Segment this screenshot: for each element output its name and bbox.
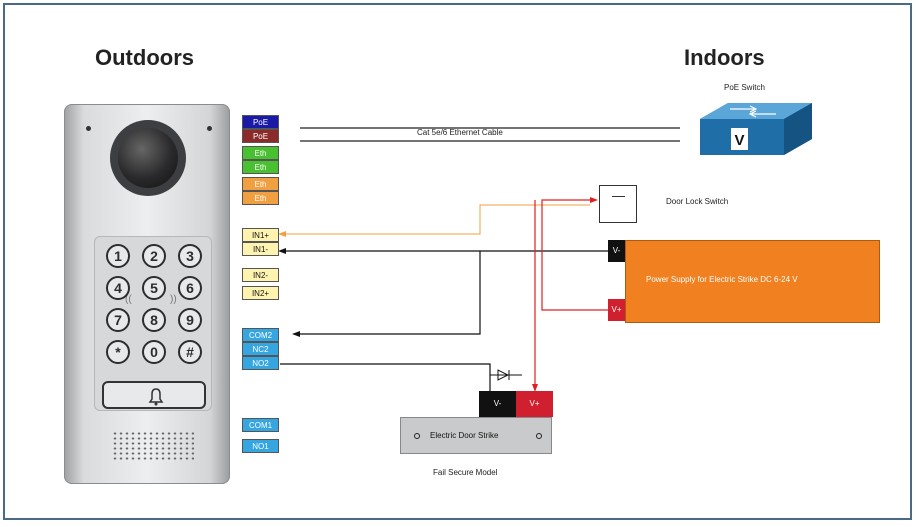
wire-in1-plus bbox=[278, 204, 590, 237]
keypad-key: 5 bbox=[142, 276, 166, 300]
terminal-poe: PoE bbox=[242, 115, 279, 129]
terminal-eth: Eth bbox=[242, 160, 279, 174]
fail-secure-label: Fail Secure Model bbox=[433, 468, 498, 477]
terminal-in2-: IN2+ bbox=[242, 286, 279, 300]
terminal-eth: Eth bbox=[242, 177, 279, 191]
keypad-key: 9 bbox=[178, 308, 202, 332]
strike-screw-right-icon bbox=[536, 433, 542, 439]
keypad-key: 6 bbox=[178, 276, 202, 300]
wire-com2 bbox=[292, 251, 481, 337]
poe-switch-label: PoE Switch bbox=[724, 83, 765, 92]
keypad-key: 2 bbox=[142, 244, 166, 268]
keypad-key: 0 bbox=[142, 340, 166, 364]
cable-label: Cat 5e/6 Ethernet Cable bbox=[417, 128, 503, 137]
terminal-no2: NO2 bbox=[242, 356, 279, 370]
indicator-led-left bbox=[86, 126, 91, 131]
terminal-in1-: IN1+ bbox=[242, 228, 279, 242]
keypad-key: 7 bbox=[106, 308, 130, 332]
terminal-in1-: IN1- bbox=[242, 242, 279, 256]
camera-lens-icon bbox=[118, 128, 178, 188]
strike-negative-terminal: V- bbox=[479, 391, 516, 417]
psu-negative-terminal: V- bbox=[608, 240, 625, 262]
ethernet-cable bbox=[300, 127, 680, 142]
speaker-grille bbox=[112, 431, 194, 461]
camera-plate bbox=[64, 104, 230, 219]
diagram-frame bbox=[3, 3, 912, 520]
electric-door-strike: Electric Door Strike bbox=[400, 417, 552, 454]
doorbell-button bbox=[102, 381, 206, 409]
terminal-com1: COM1 bbox=[242, 418, 279, 432]
outdoors-heading: Outdoors bbox=[95, 45, 194, 70]
indicator-led-right bbox=[207, 126, 212, 131]
indoors-heading: Indoors bbox=[684, 45, 765, 70]
power-supply-label: Power Supply for Electric Strike DC 6-24… bbox=[646, 275, 798, 284]
poe-switch: V bbox=[700, 101, 812, 157]
keypad-key: 3 bbox=[178, 244, 202, 268]
psu-positive-terminal: V+ bbox=[608, 299, 625, 321]
wire-in1-minus bbox=[278, 248, 608, 254]
strike-screw-left-icon bbox=[414, 433, 420, 439]
terminal-eth: Eth bbox=[242, 146, 279, 160]
poe-switch-badge: V bbox=[734, 132, 744, 149]
door-lock-switch-label: Door Lock Switch bbox=[666, 197, 729, 206]
door-strike-label: Electric Door Strike bbox=[430, 431, 499, 440]
terminal-in2-: IN2- bbox=[242, 268, 279, 282]
door-lock-switch bbox=[599, 185, 637, 223]
wire-red-supply bbox=[532, 197, 608, 392]
terminal-poe: PoE bbox=[242, 129, 279, 143]
terminal-com2: COM2 bbox=[242, 328, 279, 342]
keypad-key: # bbox=[178, 340, 202, 364]
terminal-eth: Eth bbox=[242, 191, 279, 205]
nfc-right-icon: )) bbox=[170, 294, 177, 305]
bell-icon bbox=[148, 388, 164, 406]
strike-positive-terminal: V+ bbox=[516, 391, 553, 417]
terminal-nc2: NC2 bbox=[242, 342, 279, 356]
power-supply: Power Supply for Electric Strike DC 6-24… bbox=[625, 240, 880, 323]
terminal-no1: NO1 bbox=[242, 439, 279, 453]
keypad-key: 4 bbox=[106, 276, 130, 300]
network-switch-icon: V bbox=[700, 103, 812, 155]
keypad-key: 1 bbox=[106, 244, 130, 268]
nfc-left-icon: (( bbox=[125, 294, 132, 305]
keypad-key: * bbox=[106, 340, 130, 364]
keypad-key: 8 bbox=[142, 308, 166, 332]
